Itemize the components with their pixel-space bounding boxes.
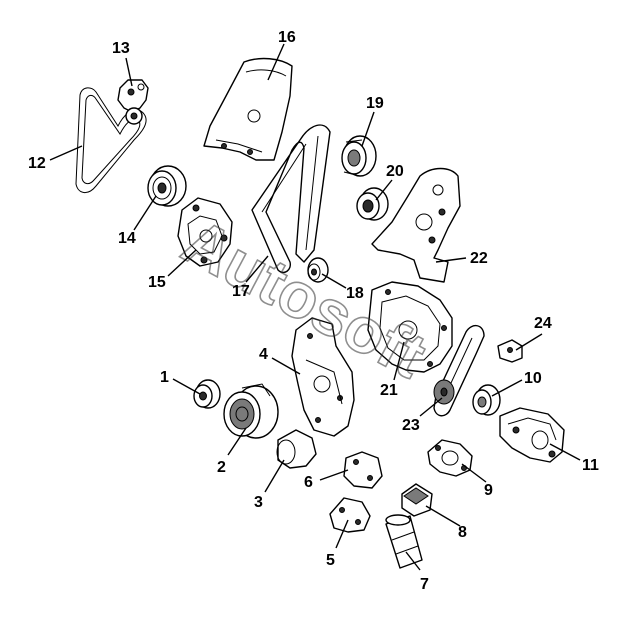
part-1-idler-pulley (193, 379, 221, 409)
part-16-upper-timing-cover (203, 57, 293, 161)
callout-6: 6 (304, 474, 313, 491)
part-6-engine-mount (343, 451, 383, 489)
part-22-timing-cover-plate (371, 167, 461, 283)
callout-2: 2 (217, 459, 226, 476)
part-3-filter-cap (276, 429, 317, 469)
part-4-timing-housing (291, 317, 355, 437)
callout-10: 10 (524, 370, 542, 387)
callout-4: 4 (259, 346, 268, 363)
callout-1: 1 (160, 369, 169, 386)
callout-labels: 1 2 3 4 5 6 7 8 9 10 11 12 13 14 15 16 1… (28, 29, 599, 593)
part-2-water-pump (223, 383, 279, 439)
part-11-oil-pump (499, 407, 565, 463)
part-23-timing-chain (433, 325, 485, 417)
callout-5: 5 (326, 552, 335, 569)
callout-11: 11 (582, 457, 599, 474)
callout-21: 21 (380, 382, 398, 399)
leader-lines (49, 43, 581, 571)
part-8-rubber-mount (401, 483, 433, 517)
part-24-chain-guide-clip (497, 339, 523, 363)
part-19-camshaft-gear (341, 135, 377, 177)
part-17-timing-belt (251, 124, 331, 274)
callout-18: 18 (346, 285, 364, 302)
callout-13: 13 (112, 40, 130, 57)
callout-16: 16 (278, 29, 296, 46)
part-21-front-engine-cover (367, 281, 453, 373)
callout-17: 17 (232, 283, 250, 300)
part-9-thermostat-housing (427, 439, 473, 477)
part-13-belt-tensioner (117, 79, 149, 125)
part-5-mount-bracket (329, 497, 371, 533)
part-18-idler-roller (307, 257, 329, 283)
part-14-crank-pulley (147, 165, 187, 207)
callout-23: 23 (402, 417, 420, 434)
callout-9: 9 (484, 482, 493, 499)
callout-14: 14 (118, 230, 136, 247)
callout-22: 22 (470, 250, 488, 267)
callout-12: 12 (28, 155, 46, 172)
callout-24: 24 (534, 315, 552, 332)
callout-19: 19 (366, 95, 384, 112)
callout-7: 7 (420, 576, 429, 593)
part-7-oil-filter (385, 514, 423, 569)
callout-20: 20 (386, 163, 404, 180)
callout-15: 15 (148, 274, 166, 291)
part-20-tensioner-pulley (356, 187, 389, 221)
part-10-oil-pump-gear (472, 384, 501, 416)
part-15-engine-bracket (177, 197, 233, 267)
callout-8: 8 (458, 524, 467, 541)
callout-3: 3 (254, 494, 263, 511)
